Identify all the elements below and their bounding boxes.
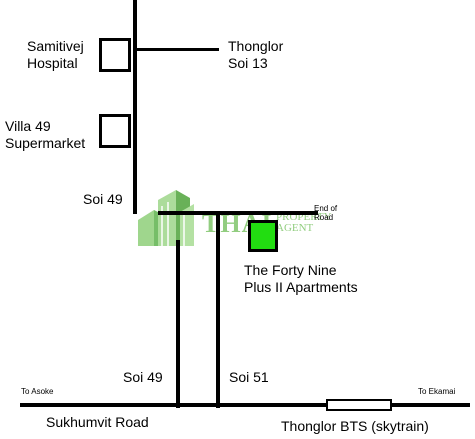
thonglor-soi13-label: Thonglor Soi 13: [228, 38, 284, 71]
thonglor-soi13-road: [135, 48, 219, 51]
soi49-lower-road: [176, 240, 180, 408]
end-of-road-street: [158, 211, 318, 215]
green-buildings-icon: [138, 190, 194, 246]
watermark-line2: AGENT: [276, 222, 314, 234]
the-forty-nine-label: The Forty Nine Plus II Apartments: [244, 262, 358, 295]
thonglor-bts-station: [326, 399, 392, 411]
the-forty-nine-plus-ii-marker: [248, 220, 278, 252]
end-of-road-label: End of Road: [314, 204, 338, 222]
thonglor-bts-label: Thonglor BTS (skytrain): [281, 418, 429, 434]
samitivej-hospital-label: Samitivej Hospital: [27, 38, 84, 71]
soi51-label: Soi 51: [229, 369, 269, 385]
samitivej-hospital-marker: [99, 38, 131, 72]
sukhumvit-road: [20, 403, 470, 407]
soi49-upper-label: Soi 49: [83, 191, 123, 207]
to-ekamai-label: To Ekamai: [418, 387, 456, 396]
thonglor-main-road: [133, 0, 137, 214]
villa49-supermarket-marker: [99, 114, 131, 148]
soi49-lower-label: Soi 49: [123, 369, 163, 385]
to-asoke-label: To Asoke: [21, 387, 54, 396]
sukhumvit-road-label: Sukhumvit Road: [46, 414, 149, 430]
villa49-supermarket-label: Villa 49 Supermarket: [5, 118, 86, 151]
soi51-road: [216, 212, 220, 408]
